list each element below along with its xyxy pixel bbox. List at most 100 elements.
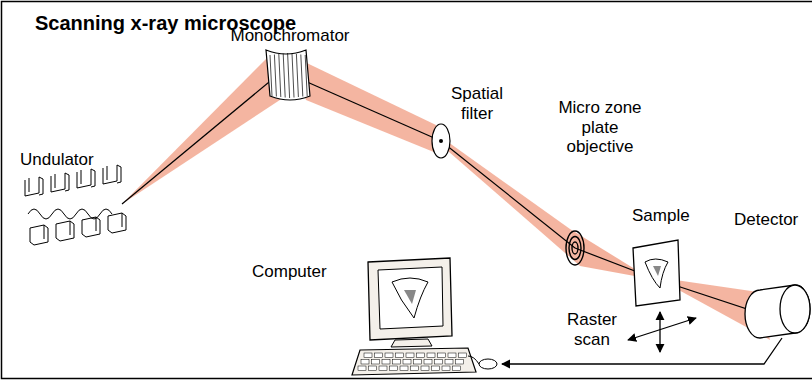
x-ray-beam <box>122 73 280 204</box>
keyboard <box>453 366 461 371</box>
keyboard <box>352 348 476 375</box>
sample-slide <box>633 240 680 306</box>
x-ray-beam <box>288 54 446 157</box>
raster-scan-arrows <box>628 312 696 352</box>
keyboard <box>364 353 372 358</box>
keyboard <box>385 353 393 358</box>
sample-slide <box>645 259 668 288</box>
keyboard <box>400 366 408 371</box>
x-ray-beam <box>122 54 770 340</box>
monochromator-grating <box>266 50 310 100</box>
zone-plate <box>566 231 584 265</box>
keyboard <box>456 360 464 365</box>
keyboard <box>414 360 422 365</box>
keyboard <box>406 353 414 358</box>
keyboard <box>442 366 450 371</box>
monochromator-grating <box>279 54 281 97</box>
sample-slide <box>633 240 680 306</box>
keyboard <box>438 353 446 358</box>
monochromator-grating <box>296 54 298 97</box>
keyboard <box>424 360 432 365</box>
computer-monitor <box>392 278 428 318</box>
detector-label: Detector <box>734 210 798 230</box>
keyboard <box>352 348 476 375</box>
undulator-magnets <box>56 221 74 241</box>
keyboard <box>445 360 453 365</box>
undulator-magnets <box>51 173 69 192</box>
undulator-magnets <box>77 169 95 188</box>
keyboard <box>375 353 383 358</box>
undulator-magnets <box>108 213 126 233</box>
zone-plate <box>572 242 578 254</box>
undulator-magnets <box>25 177 43 196</box>
x-ray-beam <box>441 141 575 248</box>
sample-slide <box>653 266 661 276</box>
computer-monitor <box>378 267 443 329</box>
x-ray-beam <box>122 58 292 204</box>
keyboard <box>369 366 377 371</box>
x-ray-beam <box>298 78 441 141</box>
mouse <box>468 356 479 364</box>
monochromator-grating <box>274 55 276 97</box>
detector-cylinder <box>745 285 810 338</box>
mouse <box>468 356 497 369</box>
keyboard <box>459 353 467 358</box>
monochromator-grating <box>301 55 303 97</box>
keyboard <box>435 360 443 365</box>
zone-plate <box>569 237 581 260</box>
sample-label: Sample <box>632 206 690 226</box>
spatial-filter-disk <box>432 124 450 158</box>
keyboard <box>379 366 387 371</box>
keyboard <box>421 366 429 371</box>
monochromator-grating <box>292 54 294 98</box>
raster-scan-arrows <box>659 312 660 352</box>
spatial-filter-disk <box>432 124 450 158</box>
raster-scan-arrows <box>628 318 696 340</box>
monochromator-label: Monochromator <box>225 26 355 46</box>
undulator-magnets <box>28 209 112 219</box>
undulator-magnets <box>103 165 121 184</box>
keyboard <box>432 366 440 371</box>
x-ray-beam <box>441 137 580 266</box>
keyboard <box>358 366 366 371</box>
computer-label: Computer <box>252 262 327 282</box>
detector-cylinder <box>780 285 810 333</box>
keyboard <box>390 366 398 371</box>
keyboard <box>361 360 369 365</box>
monochromator-grating <box>270 53 307 98</box>
keyboard <box>417 353 425 358</box>
monochromator-grating <box>283 54 285 98</box>
zone-plate <box>566 231 584 265</box>
keyboard <box>396 353 404 358</box>
keyboard <box>358 353 467 371</box>
keyboard <box>411 366 419 371</box>
detector-cylinder <box>745 285 810 338</box>
undulator-label: Undulator <box>20 150 94 170</box>
monochromator-grating <box>270 55 272 96</box>
undulator-magnets <box>30 225 48 245</box>
keyboard <box>372 360 380 365</box>
undulator-magnets <box>25 165 126 245</box>
zone-plate-label: Micro zone plate objective <box>552 98 648 157</box>
monochromator-grating <box>266 50 310 100</box>
computer-monitor <box>368 258 452 340</box>
spatial-filter-disk <box>439 139 443 143</box>
keyboard <box>448 353 456 358</box>
computer-monitor <box>404 290 416 304</box>
keyboard <box>427 353 435 358</box>
monochromator-grating <box>305 55 307 96</box>
monochromator-grating <box>288 53 290 98</box>
mouse <box>479 359 497 369</box>
signal-wire <box>502 338 782 364</box>
keyboard <box>403 360 411 365</box>
computer-monitor <box>368 258 452 347</box>
keyboard <box>393 360 401 365</box>
computer-monitor <box>391 339 432 347</box>
keyboard <box>382 360 390 365</box>
spatial-filter-label: Spatial filter <box>446 84 508 123</box>
undulator-magnets <box>82 217 100 237</box>
raster-scan-label: Raster scan <box>562 310 622 349</box>
